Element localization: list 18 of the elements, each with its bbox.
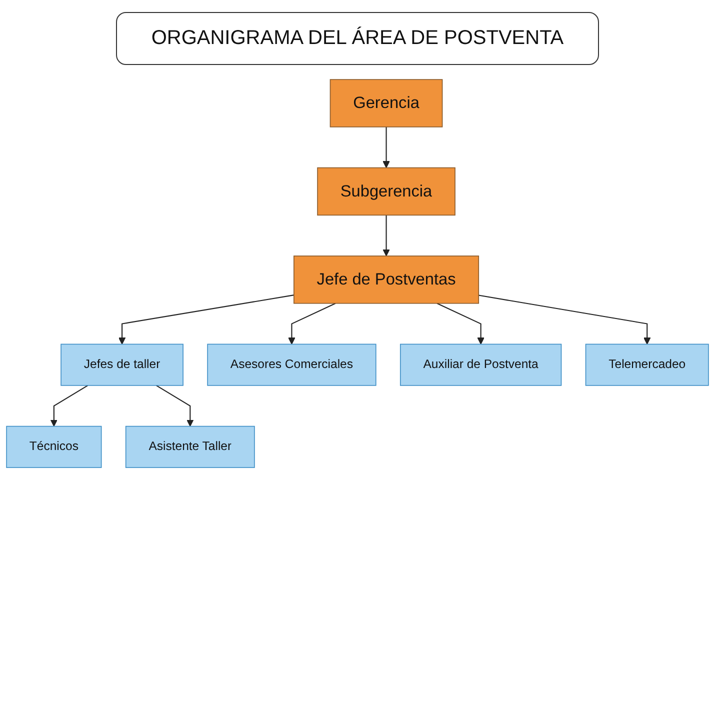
node-box: Jefe de Postventas <box>294 256 480 304</box>
node-box: Jefes de taller <box>60 344 184 386</box>
arrow <box>382 215 390 256</box>
arrow <box>156 385 194 427</box>
diagram-title: ORGANIGRAMA DEL ÁREA DE POSTVENTA <box>116 12 599 65</box>
node-box: Telemercadeo <box>585 344 709 386</box>
node-box: Asistente Taller <box>125 426 255 468</box>
node-box: Subgerencia <box>317 167 456 216</box>
node-box: Auxiliar de Postventa <box>400 344 562 386</box>
node-box: Gerencia <box>330 79 443 128</box>
node-box: Asesores Comerciales <box>207 344 376 386</box>
arrow <box>436 302 484 345</box>
node-box: Técnicos <box>6 426 102 468</box>
arrow <box>118 294 294 345</box>
arrow <box>50 385 88 427</box>
arrow <box>382 126 390 168</box>
arrow <box>288 302 336 345</box>
arrow <box>478 294 651 345</box>
